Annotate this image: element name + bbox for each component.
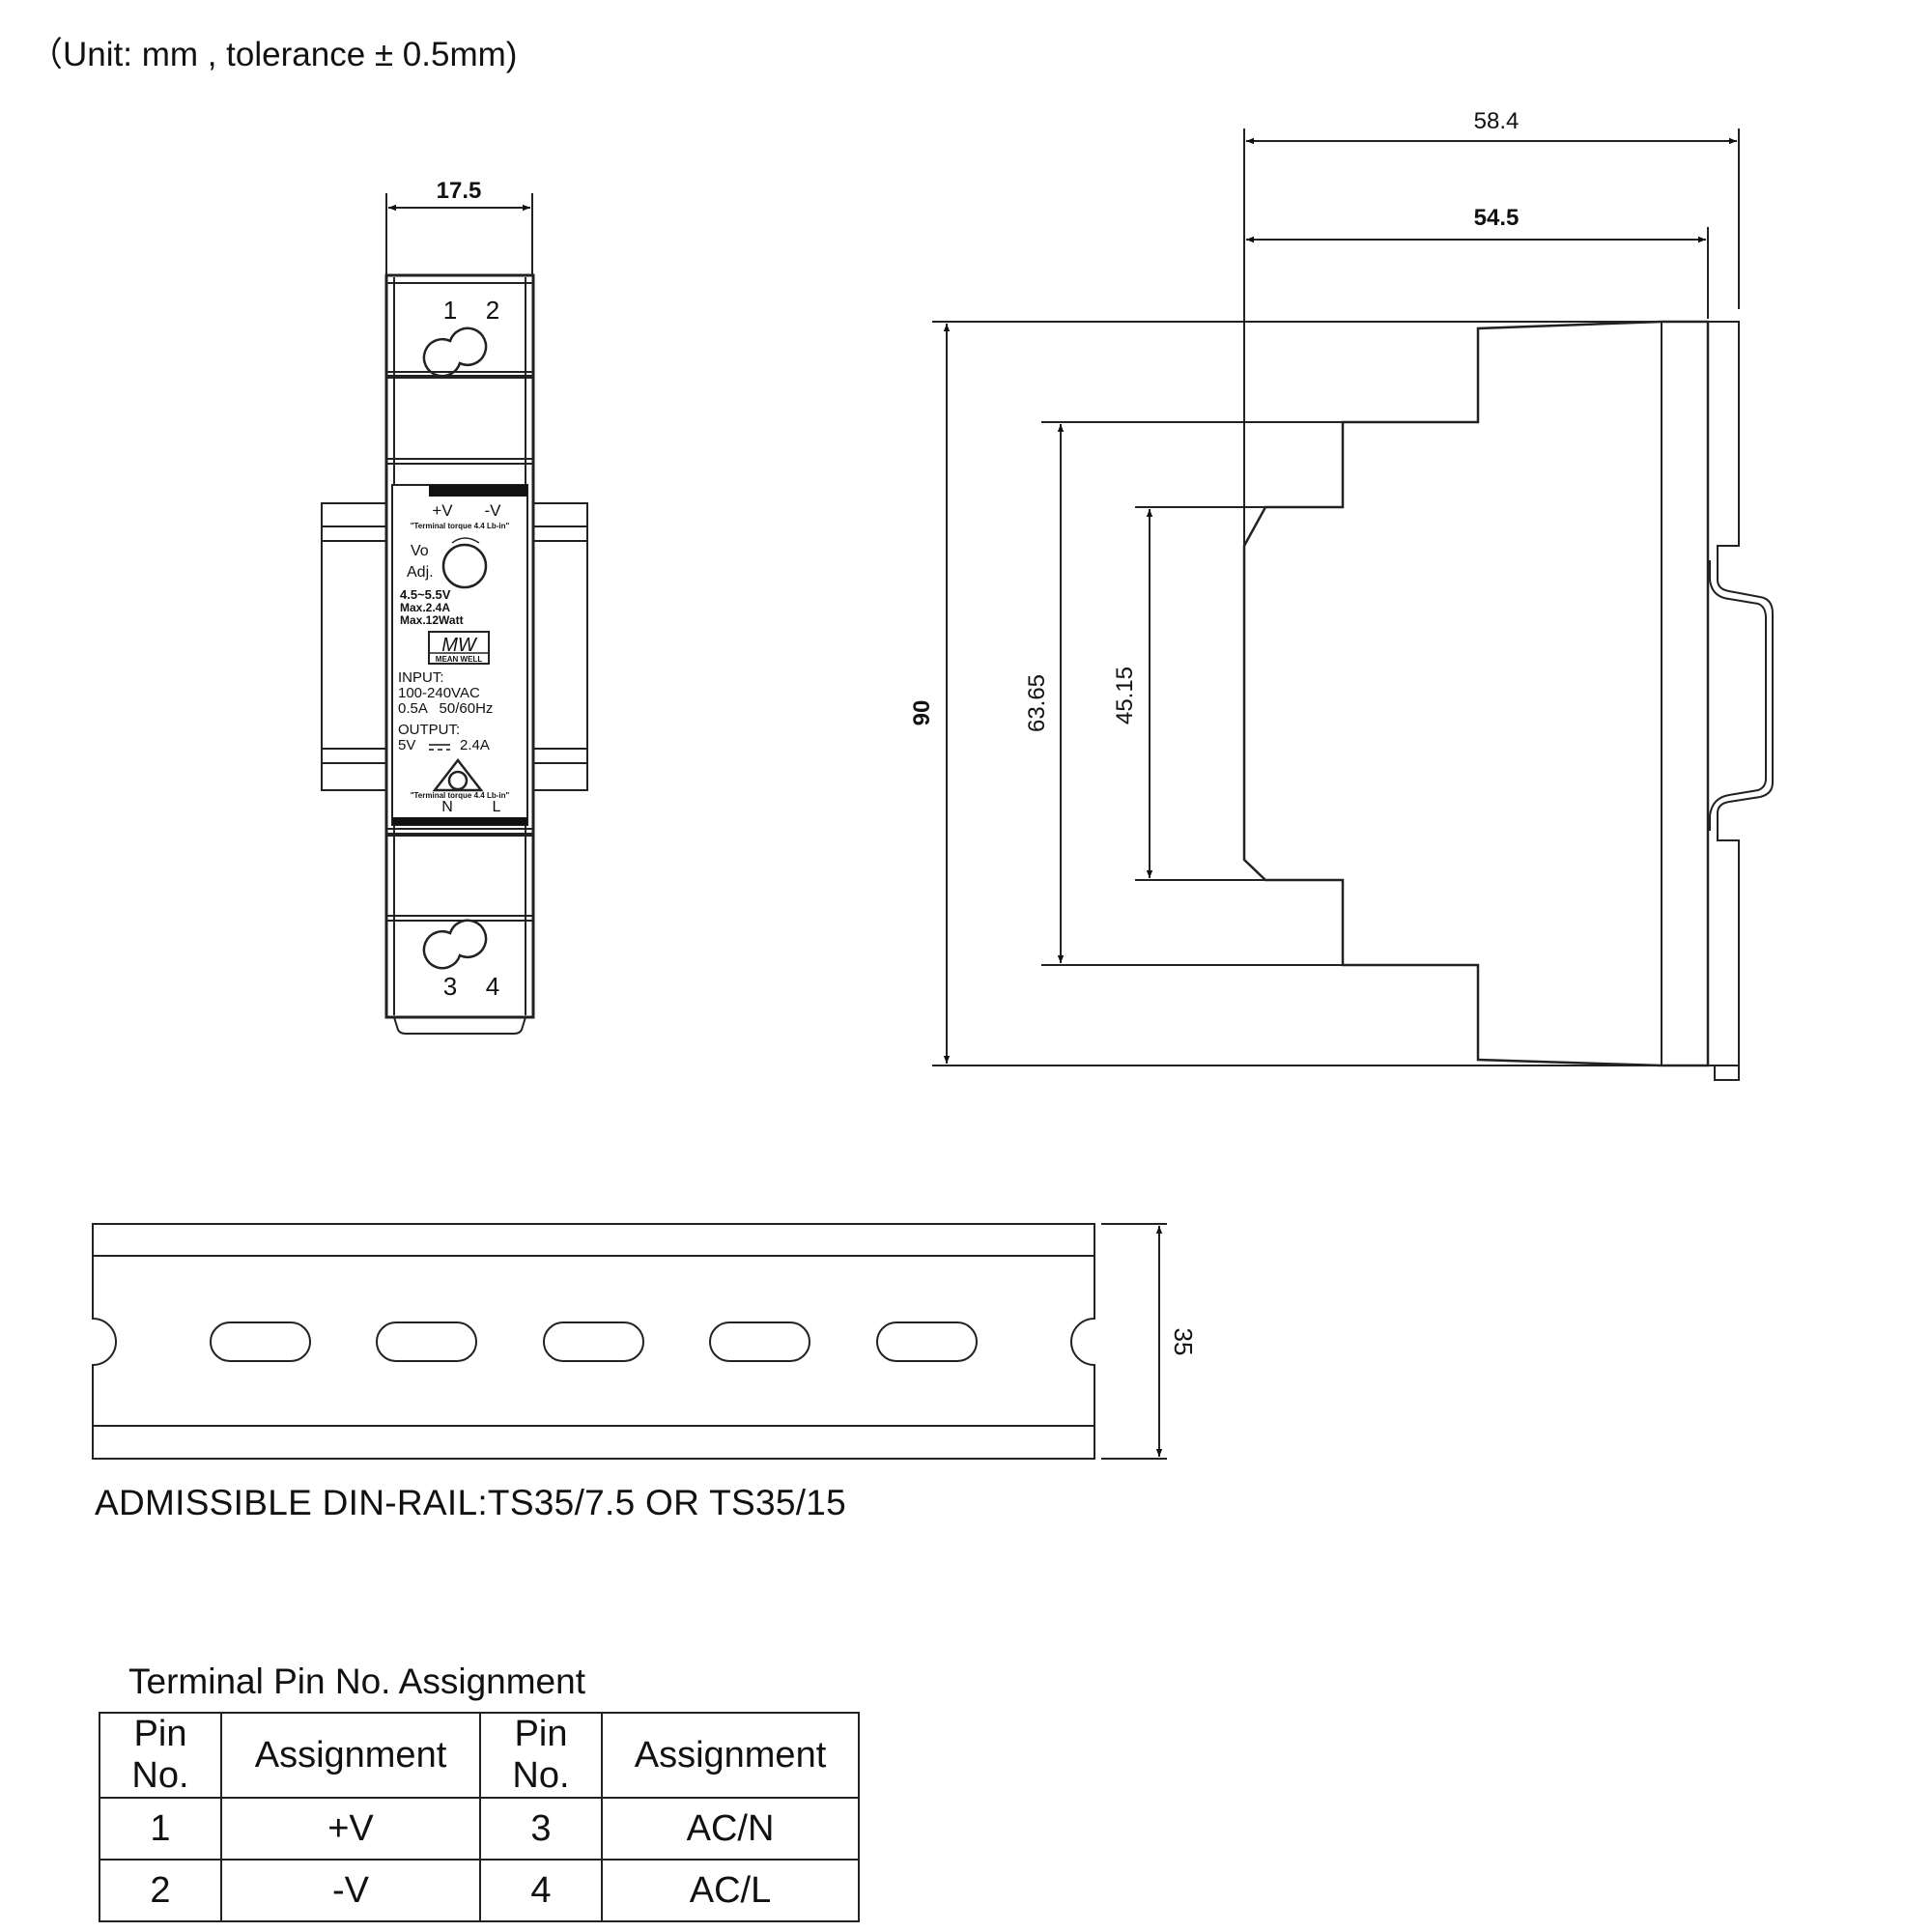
header-assignment-1: Assignment	[220, 1712, 481, 1799]
height-inner-value: 45.15	[1112, 667, 1138, 724]
front-view-text: 17.5 1 2 3 4 +V -V "Terminal torque 4.4 …	[398, 178, 509, 1001]
label-torque-top: "Terminal torque 4.4 Lb-in"	[411, 522, 510, 530]
assignment-cell: -V	[220, 1859, 481, 1922]
assignment-cell: AC/L	[601, 1859, 860, 1922]
assignment-cell: +V	[220, 1797, 481, 1861]
units-note: （Unit: mm , tolerance ± 0.5mm)	[29, 36, 518, 73]
header-pin-no-2: Pin No.	[479, 1712, 603, 1799]
height-total-value: 90	[909, 700, 935, 726]
side-view-text: 58.4 54.5 90 63.65 45.15	[909, 108, 1519, 732]
label-l: L	[493, 799, 501, 815]
label-n: N	[441, 799, 453, 815]
side-view	[932, 128, 1774, 1081]
label-output-title: OUTPUT:	[398, 722, 460, 738]
pin-assignment-table: Pin No. Assignment Pin No. Assignment 1 …	[99, 1712, 860, 1922]
front-rail-right	[530, 502, 588, 791]
side-profile-outline	[1242, 320, 1710, 1067]
bottom-terminal-holes	[422, 919, 488, 970]
label-output-current: 2.4A	[460, 737, 490, 753]
table-row: 2 -V 4 AC/L	[99, 1859, 860, 1922]
depth-total-value: 58.4	[1474, 108, 1520, 134]
label-torque-bottom: "Terminal torque 4.4 Lb-in"	[411, 791, 510, 800]
mean-well-logo-box	[428, 631, 490, 665]
label-top-band	[429, 485, 527, 497]
depth-body-value: 54.5	[1474, 205, 1520, 231]
assignment-cell: AC/N	[601, 1797, 860, 1861]
label-output-voltage: 5V	[398, 737, 415, 753]
label-input-voltage: 100-240VAC	[398, 685, 480, 701]
header-assignment-2: Assignment	[601, 1712, 860, 1799]
bottom-terminal-3: 3	[443, 972, 457, 1001]
label-input-current-freq: 0.5A 50/60Hz	[398, 700, 493, 717]
top-terminal-holes	[422, 327, 488, 378]
rail-slot-3	[543, 1321, 644, 1362]
front-view	[321, 193, 588, 1035]
label-input-title: INPUT:	[398, 669, 444, 686]
table-row: 1 +V 3 AC/N	[99, 1797, 860, 1861]
rail-height-value: 35	[1169, 1328, 1198, 1356]
top-terminal-2: 2	[486, 296, 499, 325]
rail-slot-1	[210, 1321, 311, 1362]
header-pin-no-1: Pin No.	[99, 1712, 222, 1799]
pin-table-title: Terminal Pin No. Assignment	[128, 1662, 585, 1701]
din-clip	[1708, 321, 1774, 1081]
rail-slot-5	[876, 1321, 978, 1362]
pin-cell: 1	[99, 1797, 222, 1861]
label-logo-text: MW	[441, 635, 478, 656]
label-minus-v: -V	[485, 501, 502, 520]
rail-slot-4	[709, 1321, 810, 1362]
label-logo-caption: MEAN WELL	[436, 655, 483, 664]
top-terminal-1: 1	[443, 296, 457, 325]
bottom-terminal-4: 4	[486, 972, 499, 1001]
pin-cell: 4	[479, 1859, 603, 1922]
din-rail-outline	[92, 1223, 1095, 1460]
din-rail-view	[92, 1223, 1167, 1460]
front-rail-left	[321, 502, 388, 791]
dc-symbol-icon	[429, 744, 450, 751]
rail-slot-2	[376, 1321, 477, 1362]
height-mid-value: 63.65	[1024, 674, 1050, 732]
vo-adjust-knob	[441, 543, 488, 589]
label-adj: Adj.	[407, 564, 434, 581]
pin-cell: 2	[99, 1859, 222, 1922]
label-vo: Vo	[411, 543, 429, 559]
front-width-dim-value: 17.5	[437, 178, 482, 204]
din-rail-note: ADMISSIBLE DIN-RAIL:TS35/7.5 OR TS35/15	[95, 1483, 847, 1522]
label-max-power: Max.12Watt	[400, 613, 464, 627]
pin-cell: 3	[479, 1797, 603, 1861]
table-header-row: Pin No. Assignment Pin No. Assignment	[99, 1712, 860, 1799]
label-bottom-band	[392, 817, 527, 825]
label-plus-v: +V	[432, 501, 453, 520]
label-max-current: Max.2.4A	[400, 601, 450, 614]
label-voltage-range: 4.5~5.5V	[400, 587, 451, 602]
